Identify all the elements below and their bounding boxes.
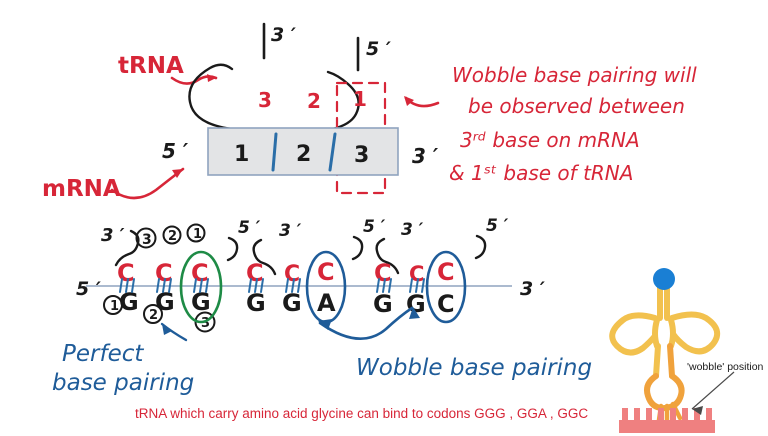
wobble-note-line-4: & 1ˢᵗ base of tRNA	[449, 161, 633, 185]
triplet-3-mrna-base-3: C	[437, 290, 455, 318]
triplet-3-trna-base-3: C	[437, 258, 455, 286]
trna-anticodon-stem-right	[667, 343, 675, 379]
wobble-note-line-3: 3ʳᵈ base on mRNA	[460, 128, 640, 152]
top-marker-3: 3	[142, 232, 152, 248]
mrna-box	[207, 127, 399, 176]
top-marker-circle-3	[135, 227, 157, 249]
wobble-pairing-label: Wobble base pairing	[356, 355, 592, 381]
bottom-caption: tRNA which carry amino acid glycine can …	[135, 406, 588, 421]
note-pointer-arrowhead	[404, 96, 414, 106]
mrna-cell-2: 2	[296, 142, 311, 167]
mrna-bar	[619, 420, 715, 433]
wobble-note: Wobble base pairing will be observed bet…	[449, 63, 697, 185]
trna-3prime-label: 3 ′	[271, 24, 296, 46]
mrna-divider-2	[328, 132, 337, 172]
triplet-3-5prime-bracket	[474, 234, 487, 260]
perfect-pairing-arrowhead	[162, 324, 172, 335]
anticodon-tip-wobble	[670, 401, 683, 421]
trna-position-2: 2	[307, 89, 321, 113]
row-right-3prime: 3 ′	[520, 278, 545, 300]
wobble-note-line-1: Wobble base pairing will	[452, 63, 697, 87]
trna-pointer-arrowhead	[207, 74, 216, 82]
triplet-3-mrna-base-2: G	[406, 290, 426, 318]
row-left-5prime: 5 ′	[76, 278, 101, 300]
perfect-pairing-line-1: Perfect	[62, 341, 144, 367]
wobble-position-label: 'wobble' position	[687, 361, 764, 373]
triplet-3-5prime-label: 5 ′	[486, 216, 509, 236]
mrna-cell-1: 1	[234, 142, 249, 167]
triplet-2-3prime-bracket	[252, 238, 277, 276]
triplet-3-3prime-label: 3 ′	[401, 220, 424, 240]
triplet-ggg: C C C G G G 5 ′	[117, 218, 261, 324]
triplet-gga: 3 ′ C C C G G A 5 ′	[246, 217, 386, 324]
row-left-3prime: 3 ′	[101, 225, 125, 246]
bottom-marker-3: 3	[201, 316, 210, 331]
mrna-pointer-arrowhead	[172, 169, 183, 178]
triplet-2-trna-base-3: C	[317, 258, 335, 286]
triplet-3-mrna-base-1: G	[373, 290, 393, 318]
triplet-2-mrna-base-2: G	[282, 289, 302, 317]
trna-label: tRNA	[118, 53, 184, 79]
wobble-callout-arrowhead	[692, 406, 703, 415]
mrna-bar-teeth	[622, 408, 712, 421]
trna-junction-right	[668, 317, 676, 349]
triplet-2-mrna-base-3: A	[317, 289, 336, 317]
mrna-divider-1	[271, 132, 278, 172]
trna-position-3: 3	[258, 88, 272, 112]
triplet-1-mrna-base-3: G	[191, 288, 211, 316]
triplet-ggc: 3 ′ C C C G G C 5 ′	[373, 216, 509, 324]
trna-junction-left	[652, 317, 660, 349]
triplet-3-hbonds	[376, 278, 425, 293]
mrna-label: mRNA	[42, 176, 121, 202]
triplet-2-mrna-base-1: G	[246, 289, 266, 317]
triplet-1-mrna-base-2: G	[155, 288, 175, 316]
mrna-3prime-label: 3 ′	[412, 144, 439, 168]
trna-t-loop	[669, 311, 721, 355]
triplet-1-5prime-bracket	[226, 236, 239, 262]
triplet-1-hbonds	[119, 278, 209, 293]
wobble-pairing-arrowhead-right	[409, 307, 420, 319]
wobble-pairing-arrow	[318, 306, 414, 340]
top-marker-circle-2	[162, 225, 182, 245]
wobble-note-line-2: be observed between	[468, 94, 685, 118]
wobble-pairing-arrowhead-left	[318, 319, 332, 330]
perfect-pairing-line-2: base pairing	[52, 370, 194, 396]
wobble-callout-line	[691, 371, 735, 410]
trna-position-1: 1	[353, 87, 367, 111]
triplet-2-hbonds	[248, 278, 301, 293]
trna-anticodon-loop	[644, 373, 685, 412]
triplet-1-5prime-label: 5 ′	[238, 218, 261, 238]
top-position-markers: 3 2 1	[135, 223, 206, 249]
perfect-pair-circle	[179, 250, 223, 324]
bottom-marker-1: 1	[110, 299, 119, 314]
top-marker-circle-1	[186, 223, 206, 243]
mrna-cell-3: 3	[354, 143, 369, 168]
wobble-pair-circle-b	[425, 250, 467, 324]
triplet-3-3prime-bracket	[375, 237, 400, 275]
top-marker-2: 2	[168, 229, 177, 244]
triplet-2-3prime-label: 3 ′	[279, 221, 302, 241]
mrna-5prime-label: 5 ′	[162, 139, 189, 163]
triplet-1-mrna-base-1: G	[119, 288, 139, 316]
bottom-marker-2: 2	[149, 308, 158, 323]
trna-5prime-label: 5 ′	[366, 38, 391, 60]
trna-d-loop	[609, 312, 658, 356]
triplet-2-5prime-bracket	[351, 235, 364, 261]
amino-acid-ball	[653, 268, 675, 290]
bottom-marker-circle-2	[143, 304, 163, 324]
trna-anticodon-stem-left	[653, 343, 661, 379]
triplet-2-5prime-label: 5 ′	[363, 217, 386, 237]
bottom-position-markers: 1 2 3	[103, 295, 216, 333]
top-marker-1: 1	[193, 227, 202, 242]
bottom-marker-circle-1	[103, 295, 123, 315]
